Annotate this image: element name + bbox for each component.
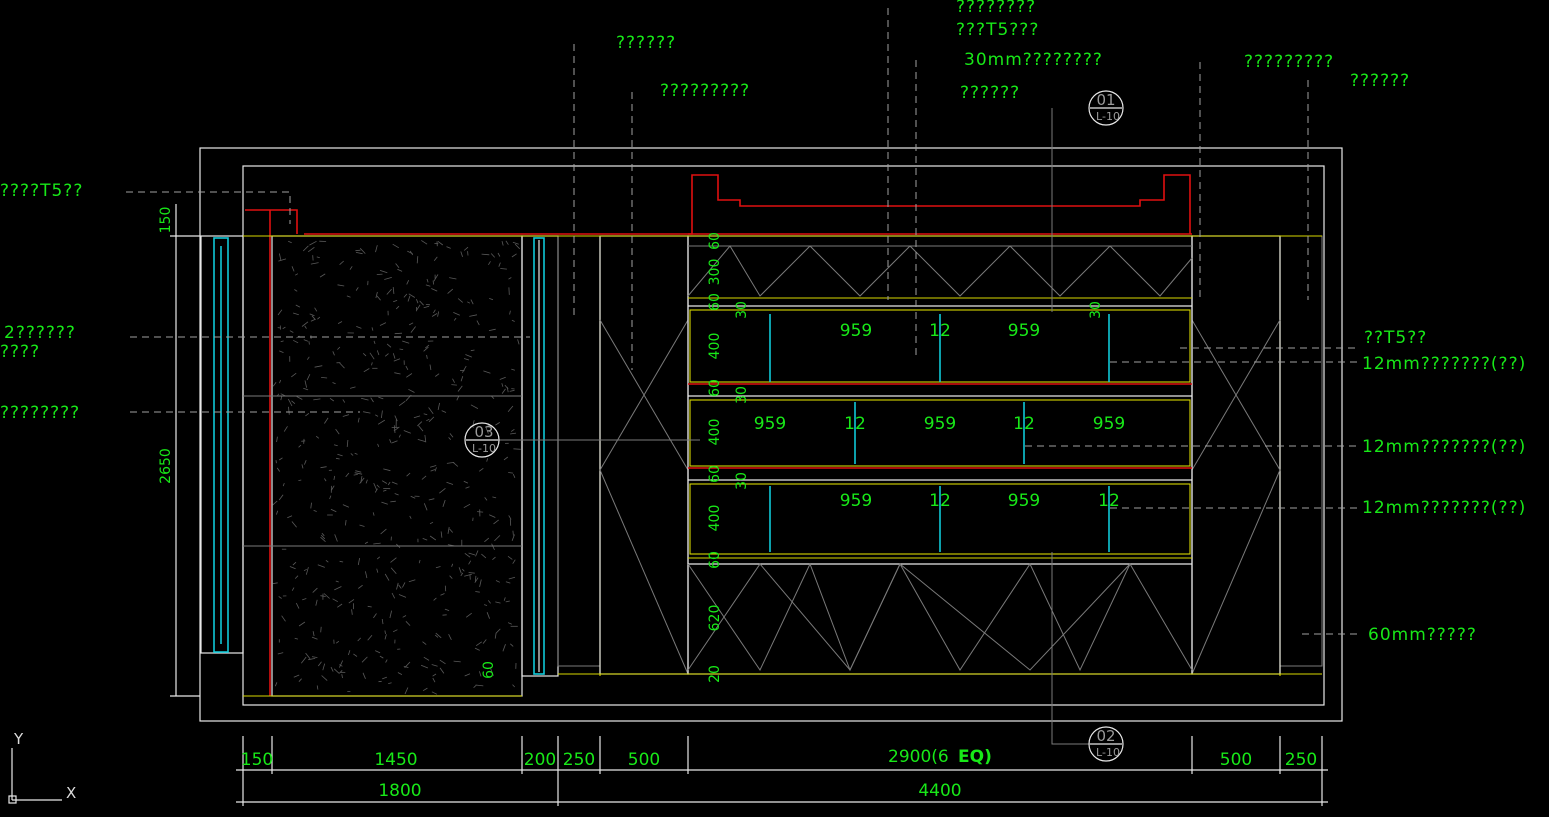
shelf-row-2-widths: 959 12 959 12 959 xyxy=(754,414,1125,434)
callout-right-5: 60mm????? xyxy=(1368,625,1477,645)
svg-text:959: 959 xyxy=(1093,414,1125,434)
callout-right-3: 12mm???????(??) xyxy=(1362,437,1526,457)
section-tag-03-ref: L-10 xyxy=(472,442,496,455)
svg-text:1800: 1800 xyxy=(378,781,421,801)
svg-text:12: 12 xyxy=(929,321,951,341)
callout-mid-1: ?????? xyxy=(616,33,676,53)
section-tag-02-number: 02 xyxy=(1096,727,1115,745)
svg-text:60: 60 xyxy=(481,661,497,679)
svg-text:500: 500 xyxy=(628,750,660,770)
svg-text:60: 60 xyxy=(707,465,723,483)
callout-mid-2: ????????? xyxy=(660,81,750,101)
left-glass-door xyxy=(200,235,244,654)
callout-right-top-1: ????????? xyxy=(1244,52,1334,72)
svg-text:30: 30 xyxy=(734,472,750,490)
callout-right-2: 12mm???????(??) xyxy=(1362,354,1526,374)
svg-text:250: 250 xyxy=(1285,750,1317,770)
svg-text:12: 12 xyxy=(844,414,866,434)
svg-text:400: 400 xyxy=(707,419,723,446)
callout-top-1: ???????? xyxy=(956,0,1036,17)
svg-text:60: 60 xyxy=(707,551,723,569)
svg-text:500: 500 xyxy=(1220,750,1252,770)
svg-text:2650: 2650 xyxy=(158,448,174,484)
svg-text:200: 200 xyxy=(524,750,556,770)
svg-text:959: 959 xyxy=(840,491,872,511)
svg-text:60: 60 xyxy=(707,232,723,250)
svg-text:959: 959 xyxy=(1008,321,1040,341)
section-tag-02[interactable]: 02 L-10 xyxy=(1088,726,1124,762)
section-tag-02-ref: L-10 xyxy=(1096,746,1120,759)
callout-left-2: 2?????? xyxy=(4,323,76,343)
svg-text:150: 150 xyxy=(241,750,273,770)
ucs-x-label: X xyxy=(66,784,76,802)
section-tag-03[interactable]: 03 L-10 xyxy=(464,422,500,458)
section-tag-01-ref: L-10 xyxy=(1096,110,1120,123)
svg-text:2900(6: 2900(6 xyxy=(888,747,949,767)
svg-text:30: 30 xyxy=(734,301,750,319)
svg-text:959: 959 xyxy=(1008,491,1040,511)
section-tag-03-number: 03 xyxy=(474,423,493,441)
left-textured-panel xyxy=(243,209,559,697)
outer-frame xyxy=(199,147,1343,722)
svg-text:12: 12 xyxy=(1098,491,1120,511)
leader-lines xyxy=(126,8,1360,745)
svg-text:12: 12 xyxy=(1013,414,1035,434)
left-dimension-line xyxy=(170,204,200,697)
svg-text:60: 60 xyxy=(707,379,723,397)
dotted-column-left xyxy=(557,235,601,676)
bottom-dimension-lines xyxy=(236,736,1328,806)
svg-text:400: 400 xyxy=(707,505,723,532)
svg-text:4400: 4400 xyxy=(918,781,961,801)
svg-text:12: 12 xyxy=(929,491,951,511)
marble-panel-left xyxy=(599,235,689,675)
svg-text:959: 959 xyxy=(754,414,786,434)
callout-top-2: ???T5??? xyxy=(956,20,1039,40)
callout-left-4: ???????? xyxy=(0,403,80,423)
ucs-axis-icon: Y X xyxy=(8,730,76,804)
shelf-row-3-widths: 959 12 959 12 xyxy=(840,491,1120,511)
svg-text:30: 30 xyxy=(1088,301,1104,319)
callout-left-1: ????T5?? xyxy=(0,181,83,201)
callout-left-3: ???? xyxy=(0,342,40,362)
svg-text:30: 30 xyxy=(734,386,750,404)
svg-text:300: 300 xyxy=(707,259,723,286)
svg-text:400: 400 xyxy=(707,333,723,360)
svg-text:20: 20 xyxy=(707,665,723,683)
svg-text:EQ): EQ) xyxy=(958,747,992,767)
section-tag-01-number: 01 xyxy=(1096,91,1115,109)
vertical-inner-dimensions: 60 300 60 30 400 60 30 400 60 30 400 60 … xyxy=(707,232,1104,683)
bottom-dimensions-row-2: 1800 4400 xyxy=(378,781,961,801)
cyan-light-strip xyxy=(533,237,545,675)
svg-text:60: 60 xyxy=(707,293,723,311)
left-dimensions: 150 2650 60 xyxy=(158,207,497,679)
callout-top-4: ?????? xyxy=(960,83,1020,103)
section-tag-01[interactable]: 01 L-10 xyxy=(1088,90,1124,126)
dotted-column-right xyxy=(1279,235,1323,676)
svg-text:959: 959 xyxy=(924,414,956,434)
ceiling-light-trough xyxy=(243,174,1322,237)
svg-text:250: 250 xyxy=(563,750,595,770)
bottom-dimensions-row-1: 150 1450 200 250 500 2900(6 EQ) 500 250 xyxy=(241,747,1317,770)
svg-text:620: 620 xyxy=(707,605,723,632)
central-shelving-wall xyxy=(687,235,1193,675)
callout-right-1: ??T5?? xyxy=(1364,328,1427,348)
marble-panel-right xyxy=(1191,235,1281,675)
svg-text:150: 150 xyxy=(158,207,174,234)
shelf-row-1-widths: 959 12 959 xyxy=(840,321,1040,341)
callout-right-4: 12mm???????(??) xyxy=(1362,498,1526,518)
svg-text:1450: 1450 xyxy=(374,750,417,770)
inner-frame xyxy=(242,165,1325,706)
callout-right-top-2: ?????? xyxy=(1350,71,1410,91)
svg-text:959: 959 xyxy=(840,321,872,341)
callout-top-3: 30mm???????? xyxy=(964,50,1103,70)
ucs-y-label: Y xyxy=(13,730,24,748)
